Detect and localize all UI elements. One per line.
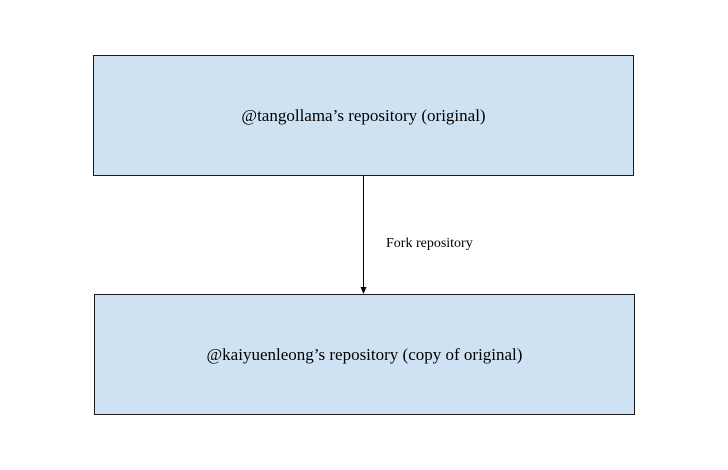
fork-edge-label: Fork repository [386,236,473,251]
fork-arrow-head [360,287,367,294]
fork-repository-node: @kaiyuenleong’s repository (copy of orig… [94,294,635,415]
original-repository-label: @tangollama’s repository (original) [241,105,486,125]
original-repository-node: @tangollama’s repository (original) [93,55,634,176]
fork-repository-label: @kaiyuenleong’s repository (copy of orig… [206,344,523,364]
